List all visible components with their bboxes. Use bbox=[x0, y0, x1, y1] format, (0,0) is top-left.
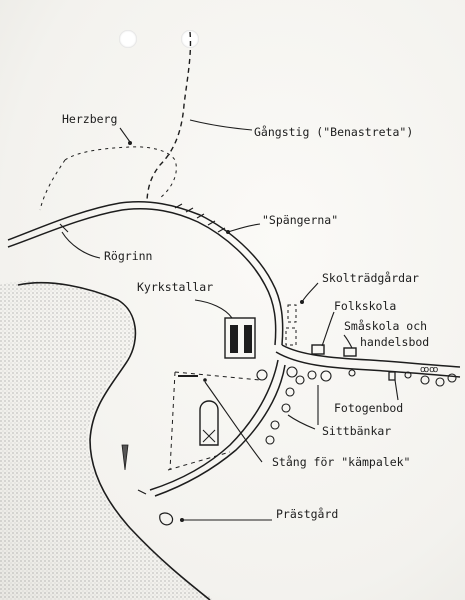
main-road-south bbox=[149, 359, 279, 491]
water-area bbox=[0, 280, 215, 600]
church bbox=[199, 400, 219, 446]
label-stang: Stång för "kämpalek" bbox=[272, 455, 411, 469]
label-herzberg: Herzberg bbox=[62, 112, 118, 126]
punch-hole-right bbox=[181, 30, 199, 48]
label-spangerna: "Spängerna" bbox=[262, 213, 339, 227]
tree-marks: ꝏꝏ bbox=[420, 365, 438, 375]
spangerna bbox=[174, 203, 226, 233]
label-sittbankar: Sittbänkar bbox=[322, 424, 392, 438]
fotogenbod-building bbox=[388, 371, 396, 381]
shoreline bbox=[17, 281, 211, 600]
label-fotogenbod: Fotogenbod bbox=[334, 401, 404, 415]
label-kyrkstallar: Kyrkstallar bbox=[137, 280, 214, 294]
label-prastgard: Prästgård bbox=[276, 507, 339, 521]
trees bbox=[256, 366, 457, 445]
churchyard-boundary bbox=[167, 371, 261, 471]
rogrinn-road bbox=[7, 201, 284, 346]
skoltradgardar-plots bbox=[285, 304, 297, 346]
smaskola-building bbox=[343, 347, 357, 357]
leader-lines bbox=[59, 119, 399, 521]
label-skoltradgardar: Skolträdgårdar bbox=[322, 271, 419, 285]
kyrkstallar-building bbox=[224, 317, 256, 359]
herzberg-area bbox=[39, 146, 177, 211]
punch-hole-left bbox=[119, 30, 137, 48]
label-rogrinn: Rögrinn bbox=[104, 249, 153, 263]
main-road-east bbox=[281, 344, 461, 368]
label-handelsbod: handelsbod bbox=[360, 335, 430, 349]
footpath-gangstig bbox=[146, 31, 192, 201]
label-folkskola: Folkskola bbox=[334, 299, 397, 313]
folkskola-building bbox=[311, 344, 325, 355]
bench-mark bbox=[121, 444, 129, 471]
label-gangstig: Gångstig ("Benastreta") bbox=[254, 125, 414, 139]
prastgard-mark bbox=[159, 512, 174, 526]
label-smaskola: Småskola och bbox=[344, 319, 428, 333]
